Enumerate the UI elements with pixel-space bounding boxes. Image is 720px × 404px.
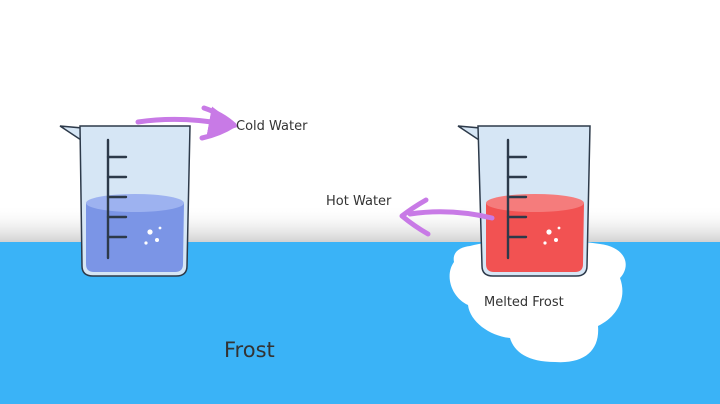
hot-water-label: Hot Water — [326, 194, 392, 209]
cold-water-arrow — [135, 106, 239, 137]
cold-water-surface — [86, 194, 184, 212]
bubbles — [543, 226, 561, 245]
hot-water — [486, 196, 584, 272]
cold-water-label: Cold Water — [236, 119, 308, 134]
hot-water-beaker — [457, 125, 591, 277]
hot-water-surface — [486, 194, 584, 212]
cold-arrow-head — [199, 105, 237, 141]
beaker-scale — [106, 138, 128, 260]
cold-water-beaker — [59, 125, 191, 277]
hot-water-arrow — [407, 209, 495, 221]
cold-water — [86, 196, 184, 272]
bubbles — [144, 226, 162, 245]
frost-label: Frost — [224, 338, 275, 362]
hot-arrow-head — [399, 197, 431, 237]
melted-frost-label: Melted Frost — [484, 295, 564, 310]
beaker-scale — [506, 138, 528, 260]
